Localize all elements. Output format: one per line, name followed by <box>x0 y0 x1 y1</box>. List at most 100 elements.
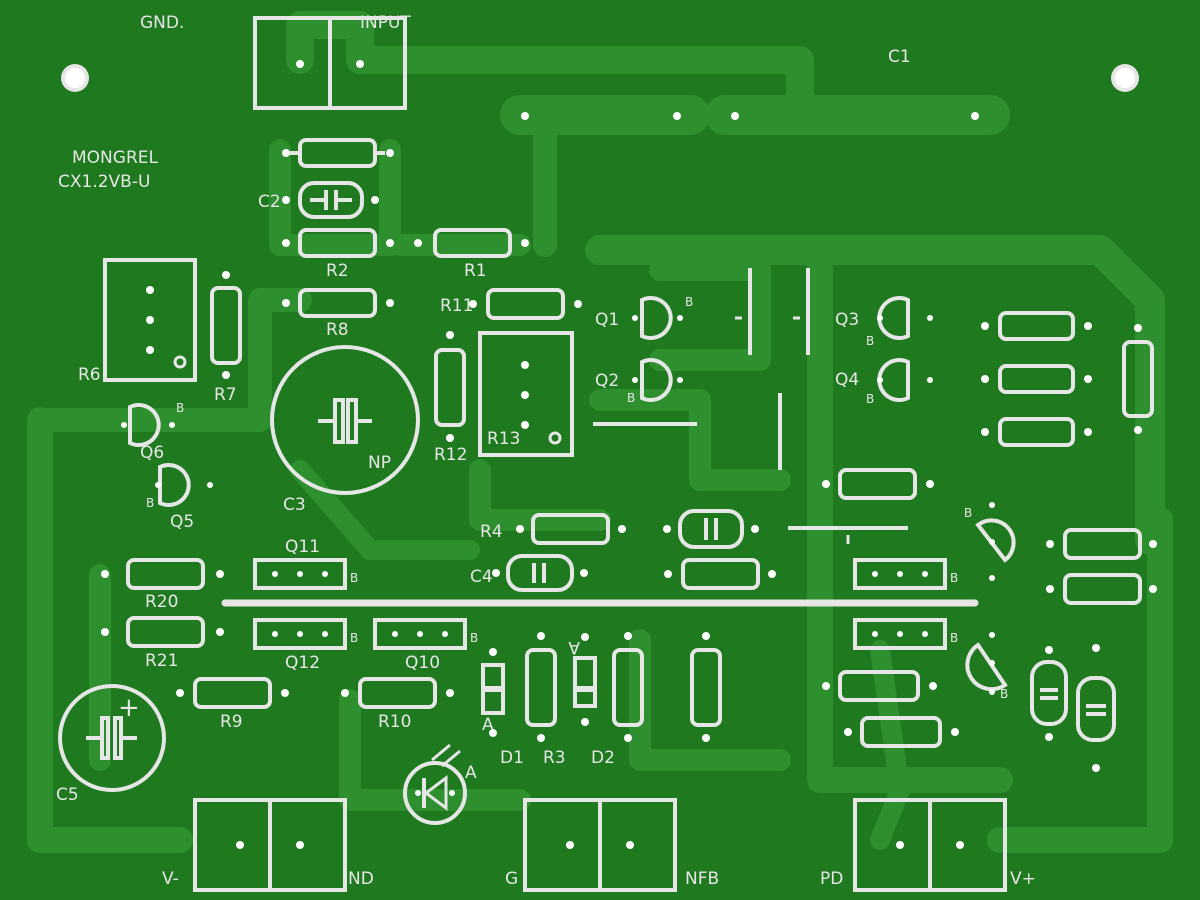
led-indicator <box>403 743 467 825</box>
resistor-right-3 <box>981 417 1092 447</box>
resistor-right-vertical <box>1122 324 1154 434</box>
gnd-label: GND. <box>140 13 184 33</box>
q6-label: Q6 <box>140 443 164 463</box>
resistor-right-2 <box>981 364 1092 394</box>
pd-label: PD <box>820 869 843 889</box>
transistor-q10 <box>373 618 467 650</box>
led-anode-label: A <box>465 763 477 783</box>
q1-label: Q1 <box>595 310 619 330</box>
nfb-label: NFB <box>685 869 719 889</box>
r3-label: R3 <box>543 748 566 768</box>
c2-label: C2 <box>258 192 281 212</box>
q3-label: Q3 <box>835 310 859 330</box>
resistor-r11 <box>469 288 582 320</box>
r20-label: R20 <box>145 592 178 612</box>
transistor-q5 <box>155 463 213 507</box>
capacitor-film-mid <box>663 509 759 549</box>
resistor-r21 <box>101 616 224 648</box>
resistor-r2 <box>282 228 394 258</box>
power-connector-left <box>193 798 347 892</box>
r21-label: R21 <box>145 651 178 671</box>
diode-d2 <box>573 633 597 726</box>
input-connector <box>253 16 407 110</box>
transistor-right-to126-upper <box>853 558 947 590</box>
q12-base-label: B <box>350 631 358 645</box>
np-label: NP <box>368 453 391 473</box>
diode-d1 <box>481 648 505 737</box>
v-minus-label: V- <box>162 869 179 889</box>
transistor-right-lower <box>965 632 1008 695</box>
q11-base-label: B <box>350 571 358 585</box>
resistor-r12 <box>434 331 466 442</box>
transistor-right-upper <box>975 502 1016 581</box>
r6-label: R6 <box>78 365 101 385</box>
right-to126-upper-base-label: B <box>950 571 958 585</box>
r7-label: R7 <box>214 385 237 405</box>
transistor-q12 <box>253 618 347 650</box>
q6-base-label: B <box>176 401 184 415</box>
r12-label: R12 <box>434 445 467 465</box>
mounting-holes <box>61 64 1139 92</box>
r1-label: R1 <box>464 261 487 281</box>
capacitor-c2 <box>282 181 379 219</box>
q12-label: Q12 <box>285 653 320 673</box>
capacitor-radial-right-1 <box>1030 646 1068 741</box>
q4-base-label: B <box>866 392 874 406</box>
power-connector-right <box>853 798 1007 892</box>
c5-label: C5 <box>56 785 79 805</box>
resistor-r7 <box>210 271 242 379</box>
q11-label: Q11 <box>285 537 320 557</box>
r11-label: R11 <box>440 296 473 316</box>
resistor-r10 <box>341 677 454 709</box>
resistor-right-1 <box>981 311 1092 341</box>
v-plus-label: V+ <box>1010 869 1036 889</box>
transistor-q6 <box>121 403 175 447</box>
q2-label: Q2 <box>595 371 619 391</box>
capacitor-c4 <box>492 554 588 592</box>
resistor-mid <box>664 558 776 590</box>
capacitor-radial-right-2 <box>1076 644 1116 772</box>
capacitor-c1-pads <box>521 112 979 120</box>
d1-label: D1 <box>500 748 524 768</box>
r4-label: R4 <box>480 522 503 542</box>
transistor-q2 <box>632 358 683 402</box>
capacitor-c5 <box>58 684 166 792</box>
d1-anode-label: A <box>482 715 494 735</box>
resistor-vertical-a <box>612 632 644 742</box>
r13-label: R13 <box>487 429 520 449</box>
resistor-top <box>282 138 394 168</box>
transistor-right-to126-lower <box>853 618 947 650</box>
resistor-r8 <box>282 288 394 318</box>
board-title-line1: MONGREL <box>72 148 158 168</box>
transistor-q4 <box>877 358 933 402</box>
g-label: G <box>505 869 518 889</box>
resistor-r9 <box>176 677 289 709</box>
right-to126-lower-base-label: B <box>950 631 958 645</box>
right-lower-base-label: B <box>1000 687 1008 701</box>
q5-label: Q5 <box>170 512 194 532</box>
q2-base-label: B <box>627 391 635 405</box>
right-upper-base-label: B <box>964 506 972 520</box>
transistor-q3 <box>877 296 933 340</box>
trimmer-r6 <box>103 258 197 382</box>
resistor-r4 <box>516 513 626 545</box>
transistor-q1 <box>632 296 683 340</box>
c1-label: C1 <box>888 47 911 67</box>
capacitor-c3 <box>270 345 420 495</box>
output-connector-mid <box>523 798 677 892</box>
copper-traces <box>27 11 1173 853</box>
resistor-r1 <box>414 228 529 258</box>
d2-label: D2 <box>591 748 615 768</box>
c5-plus-marker: + <box>118 693 140 723</box>
input-label: INPUT <box>360 13 411 33</box>
c3-label: C3 <box>283 495 306 515</box>
q1-base-label: B <box>685 295 693 309</box>
board-title-line2: CX1.2VB-U <box>58 172 150 192</box>
resistor-r3 <box>525 632 557 742</box>
resistor-mid-right <box>822 468 934 500</box>
r10-label: R10 <box>378 712 411 732</box>
resistor-lower-right-1 <box>822 670 937 702</box>
q4-label: Q4 <box>835 370 859 390</box>
